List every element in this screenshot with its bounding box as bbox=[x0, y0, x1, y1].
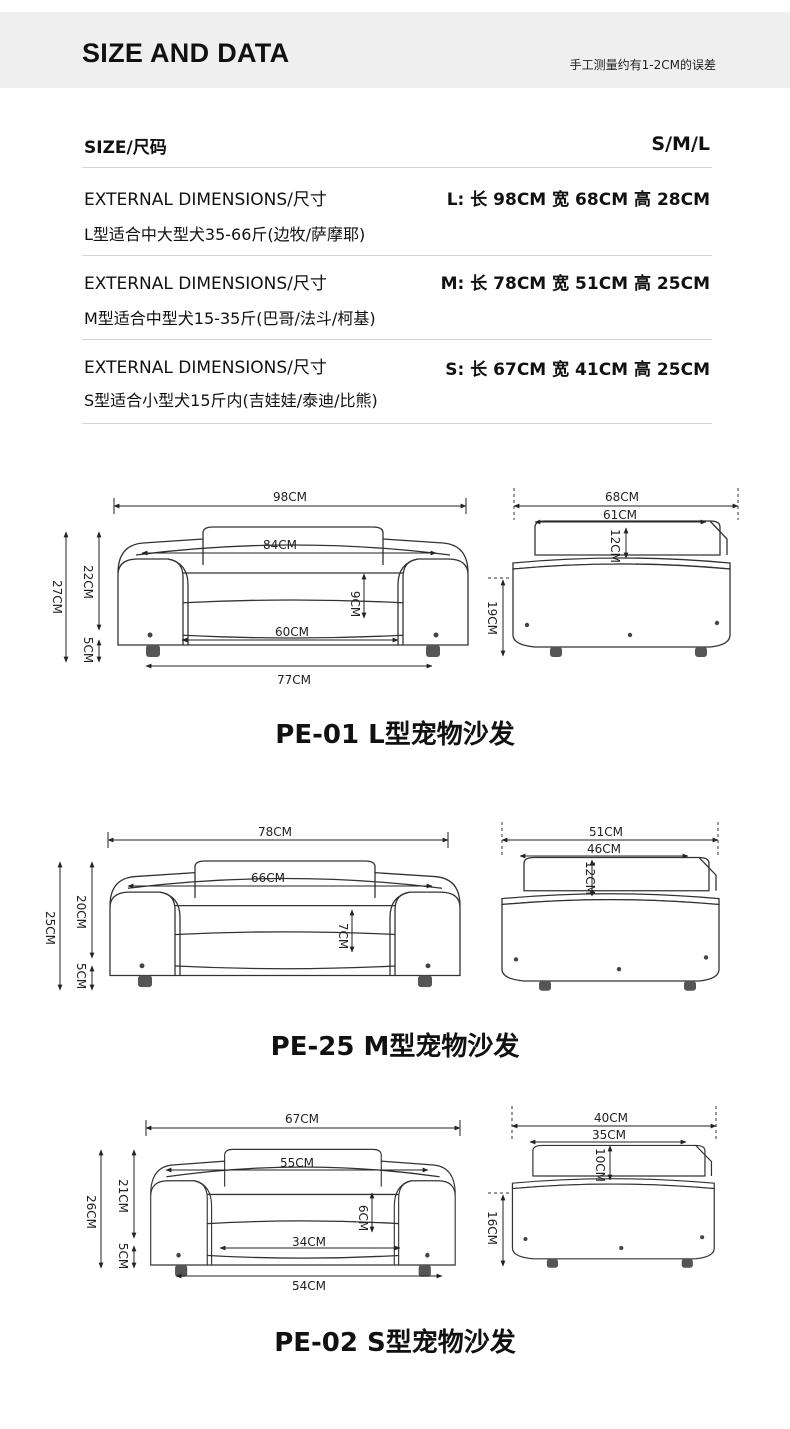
row-l-dims: L: 长 98CM 宽 68CM 高 28CM bbox=[446, 190, 710, 210]
size-value: S/M/L bbox=[651, 133, 710, 155]
l-front-inner-width: 84CM bbox=[263, 538, 297, 552]
model-title-m: PE-25 M型宠物沙发 bbox=[270, 1032, 520, 1062]
s-side-inner-width: 35CM bbox=[592, 1128, 626, 1142]
model-title-l: PE-01 L型宠物沙发 bbox=[275, 720, 515, 750]
m-front-leg-height: 5CM bbox=[74, 963, 88, 989]
s-side-total-width: 40CM bbox=[594, 1111, 628, 1125]
side-diagram-s: 40CM 35CM 10CM 16CM bbox=[485, 1106, 717, 1269]
m-front-inner-width: 66CM bbox=[251, 871, 285, 885]
m-front-total-height: 25CM bbox=[43, 911, 57, 945]
m-front-seat-depth: 7CM bbox=[336, 923, 350, 949]
size-label: SIZE/尺码 bbox=[84, 138, 167, 158]
row-m-dims: M: 长 78CM 宽 51CM 高 25CM bbox=[440, 274, 710, 294]
l-front-total-height: 27CM bbox=[50, 580, 64, 614]
model-title-s: PE-02 S型宠物沙发 bbox=[274, 1328, 516, 1358]
measurement-note: 手工测量约有1-2CM的误差 bbox=[569, 58, 716, 72]
s-front-leg-height: 5CM bbox=[116, 1243, 130, 1269]
l-side-total-width: 68CM bbox=[605, 490, 639, 504]
row-s-dims: S: 长 67CM 宽 41CM 高 25CM bbox=[445, 360, 710, 380]
row-m-note: M型适合中型犬15-35斤(巴哥/法斗/柯基) bbox=[84, 309, 376, 328]
m-side-inner-width: 46CM bbox=[587, 842, 621, 856]
l-front-seat-width: 60CM bbox=[275, 625, 309, 639]
divider bbox=[82, 255, 712, 256]
l-side-inner-width: 61CM bbox=[603, 508, 637, 522]
l-front-seat-depth: 9CM bbox=[348, 591, 362, 617]
row-s-label: EXTERNAL DIMENSIONS/尺寸 bbox=[84, 358, 327, 378]
s-front-base-width: 54CM bbox=[292, 1279, 326, 1293]
m-front-body-height: 20CM bbox=[74, 895, 88, 929]
s-side-body-height: 16CM bbox=[485, 1211, 499, 1245]
row-l-label: EXTERNAL DIMENSIONS/尺寸 bbox=[84, 190, 327, 210]
row-l-note: L型适合中大型犬35-66斤(边牧/萨摩耶) bbox=[84, 225, 366, 244]
m-side-back-height: 12CM bbox=[583, 861, 597, 895]
l-front-body-height: 22CM bbox=[81, 565, 95, 599]
m-front-total-width: 78CM bbox=[258, 825, 292, 839]
l-front-base-width: 77CM bbox=[277, 673, 311, 687]
side-diagram-l: 68CM 61CM 12CM 19CM bbox=[485, 488, 739, 658]
l-side-body-height: 19CM bbox=[485, 601, 499, 635]
divider bbox=[82, 167, 712, 168]
s-front-seat-depth: 6CM bbox=[356, 1205, 370, 1231]
side-diagram-m: 51CM 46CM 12CM bbox=[501, 822, 720, 992]
s-front-total-height: 26CM bbox=[84, 1195, 98, 1229]
divider bbox=[82, 339, 712, 340]
s-front-inner-width: 55CM bbox=[280, 1156, 314, 1170]
divider bbox=[82, 423, 712, 424]
header-banner: SIZE AND DATA 手工测量约有1-2CM的误差 bbox=[0, 12, 790, 88]
s-front-body-height: 21CM bbox=[116, 1179, 130, 1213]
row-m-label: EXTERNAL DIMENSIONS/尺寸 bbox=[84, 274, 327, 294]
front-diagram-m: 78CM 66CM 25CM 20CM 5CM 7CM bbox=[43, 825, 461, 991]
s-front-seat-width: 34CM bbox=[292, 1235, 326, 1249]
l-side-back-height: 12CM bbox=[608, 529, 622, 563]
row-s-note: S型适合小型犬15斤内(吉娃娃/泰迪/比熊) bbox=[84, 391, 378, 410]
l-front-total-width: 98CM bbox=[273, 490, 307, 504]
front-diagram-s: 67CM 55CM 26CM 21CM 5CM 6CM 34CM 54CM bbox=[84, 1112, 461, 1293]
l-front-leg-height: 5CM bbox=[81, 637, 95, 663]
page-title: SIZE AND DATA bbox=[82, 38, 290, 68]
front-diagram-l: 98CM 84CM 27CM 22CM 5CM 9CM 60CM 77CM bbox=[50, 490, 469, 687]
s-side-back-height: 10CM bbox=[593, 1148, 607, 1182]
m-side-total-width: 51CM bbox=[589, 825, 623, 839]
s-front-total-width: 67CM bbox=[285, 1112, 319, 1126]
